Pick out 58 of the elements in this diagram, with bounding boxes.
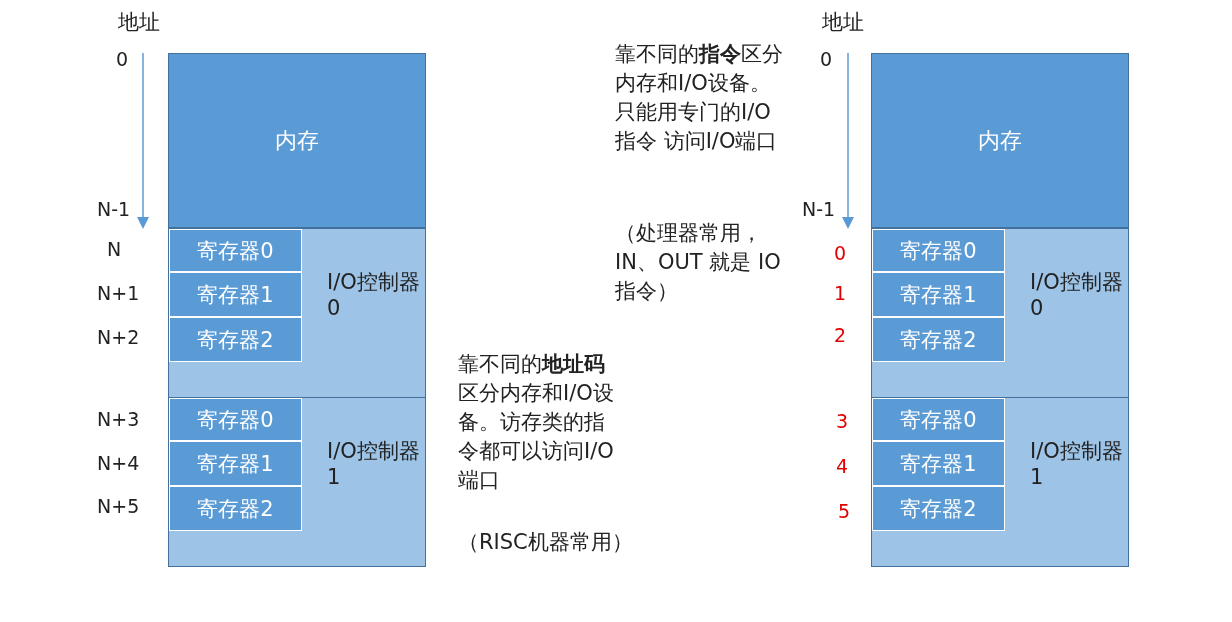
register-box: [872, 317, 1005, 362]
register-box: [169, 272, 302, 317]
controller-label: I/O控制器0: [1030, 269, 1124, 321]
port-number: 1: [834, 282, 847, 304]
register-label: 寄存器2: [197, 495, 274, 523]
axis-title: 地址: [822, 9, 864, 36]
register-box: [169, 486, 302, 531]
io-controller-block: [168, 397, 426, 567]
register-label: 寄存器0: [900, 406, 977, 434]
register-box: [169, 398, 302, 441]
note-text: 靠不同的地址码区分内存和I/O设备。访存类的指令都可以访问I/O端口: [458, 351, 615, 494]
memory-label: 内存: [978, 126, 1022, 155]
register-label: 寄存器1: [197, 450, 274, 478]
register-box: [169, 317, 302, 362]
address-label: N+1: [97, 282, 140, 304]
register-label: 寄存器2: [900, 495, 977, 523]
memory-block: [168, 53, 426, 228]
register-label: 寄存器0: [197, 237, 274, 265]
io-controller-block: [168, 228, 426, 398]
register-label: 寄存器1: [197, 281, 274, 309]
port-number: 0: [834, 242, 847, 264]
note-text: 靠不同的指令区分内存和I/O设备。只能用专门的I/O指令 访问I/O端口: [615, 41, 784, 155]
address-label: N-1: [802, 198, 836, 220]
register-box: [872, 272, 1005, 317]
register-label: 寄存器2: [197, 326, 274, 354]
io-controller-block: [871, 397, 1129, 567]
address-label: 0: [820, 48, 833, 70]
register-box: [872, 441, 1005, 486]
register-box: [169, 229, 302, 272]
controller-label: I/O控制器0: [327, 269, 421, 321]
register-label: 寄存器0: [900, 237, 977, 265]
note-text: （处理器常用，IN、OUT 就是 IO指令）: [615, 220, 782, 305]
memory-block: [871, 53, 1129, 228]
note-text: （RISC机器常用）: [458, 529, 634, 556]
port-number: 5: [838, 500, 851, 522]
register-box: [169, 441, 302, 486]
address-label: N-1: [97, 198, 131, 220]
register-label: 寄存器0: [197, 406, 274, 434]
register-label: 寄存器1: [900, 281, 977, 309]
controller-label: I/O控制器1: [1030, 438, 1124, 490]
address-label: 0: [116, 48, 129, 70]
register-box: [872, 398, 1005, 441]
io-controller-block: [871, 228, 1129, 398]
address-label: N+5: [97, 495, 140, 517]
address-label: N+3: [97, 408, 140, 430]
register-box: [872, 229, 1005, 272]
memory-label: 内存: [275, 126, 319, 155]
register-label: 寄存器2: [900, 326, 977, 354]
port-number: 4: [836, 455, 849, 477]
port-number: 2: [834, 324, 847, 346]
controller-label: I/O控制器1: [327, 438, 421, 490]
axis-title: 地址: [118, 9, 160, 36]
register-label: 寄存器1: [900, 450, 977, 478]
address-label: N+2: [97, 326, 140, 348]
port-number: 3: [836, 410, 849, 432]
address-label: N+4: [97, 452, 140, 474]
address-label: N: [107, 238, 122, 260]
register-box: [872, 486, 1005, 531]
